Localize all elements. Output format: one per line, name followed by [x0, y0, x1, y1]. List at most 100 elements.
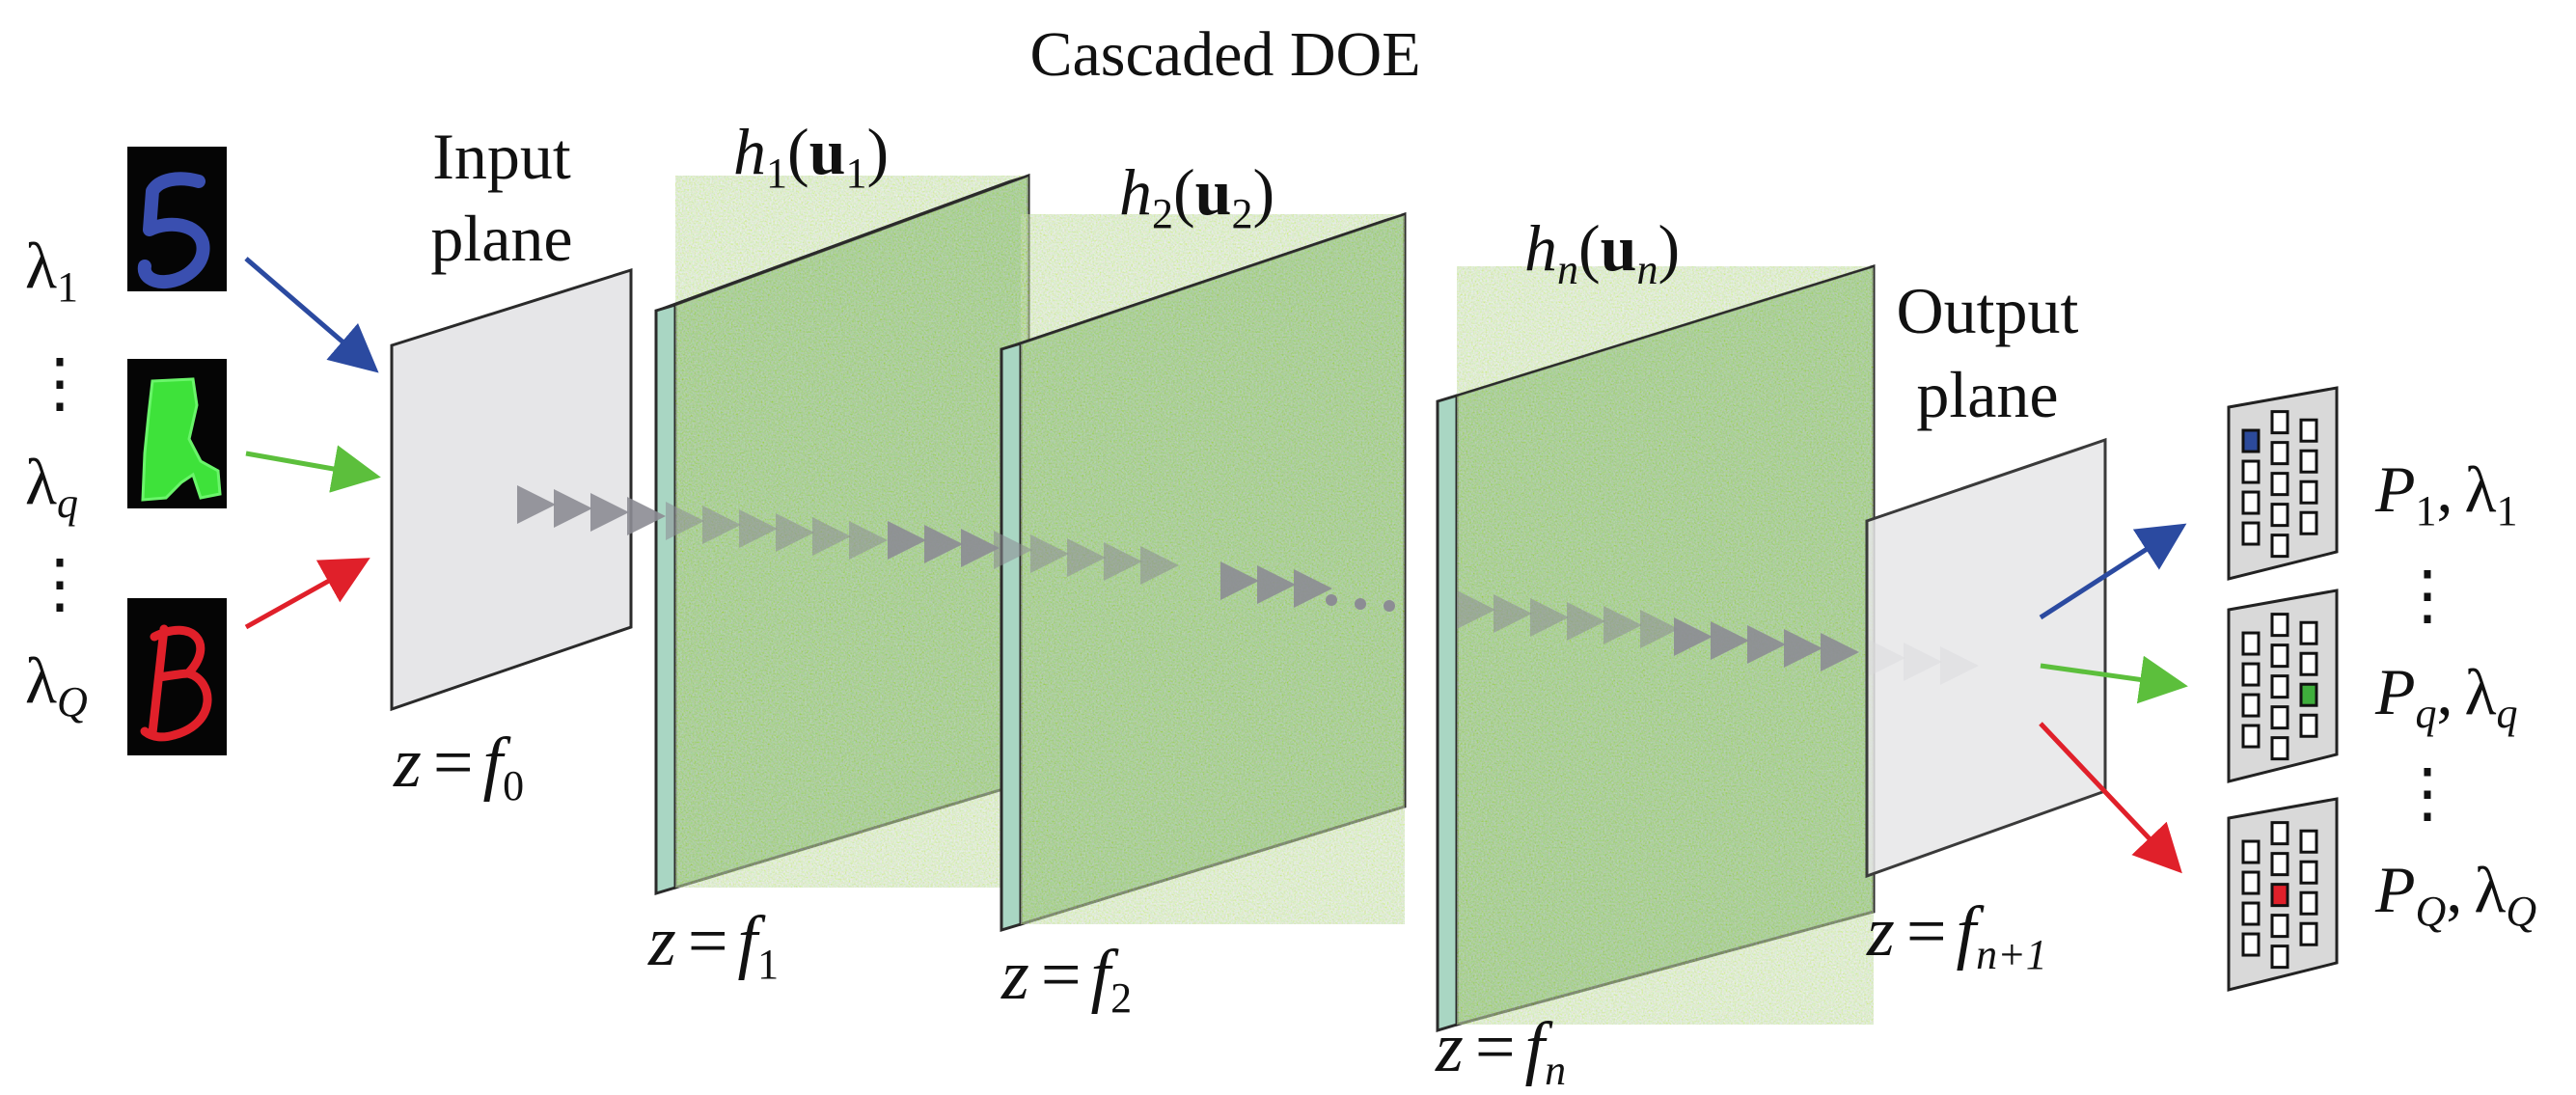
detector-region-highlighted: [2241, 428, 2261, 453]
propagation-chevron: [1784, 629, 1822, 668]
detector-region: [2270, 410, 2289, 435]
detector-region: [2241, 521, 2261, 546]
doe-1-transmission-label: h1(u1): [733, 115, 889, 197]
propagation-chevron: [1711, 621, 1749, 660]
doe-2-position: z=f2: [1000, 936, 1132, 1022]
propagation-dot: [1355, 598, 1366, 610]
doe-2-transmission-label: h2(u2): [1119, 155, 1274, 237]
detector-panel-3: [2227, 797, 2339, 992]
ellipsis-1: ⋮: [27, 346, 93, 420]
propagation-chevron: [1674, 617, 1713, 656]
detector-panel-1: [2227, 386, 2339, 581]
output-arrow-red: [2039, 722, 2182, 874]
propagation-chevron: [739, 509, 778, 548]
detector-region: [2270, 441, 2289, 466]
propagation-chevron: [1603, 606, 1642, 644]
propagation-chevron: [924, 525, 963, 563]
output-labels: P1,λ1 ⋮ Pq,λq ⋮ PQ,λQ: [2374, 452, 2536, 935]
detector-region: [2299, 829, 2318, 854]
propagation-chevron: [1294, 569, 1332, 608]
detector-region: [2270, 736, 2289, 761]
detector-region: [2241, 662, 2261, 687]
detector-panel-2: [2227, 589, 2339, 783]
detector-region: [2270, 674, 2289, 699]
detector-region-highlighted: [2299, 682, 2318, 707]
detector-region: [2241, 839, 2261, 864]
detector-region: [2241, 490, 2261, 515]
output-ellipsis-2: ⋮: [2395, 756, 2460, 830]
detector-region: [2270, 914, 2289, 939]
detector-region: [2270, 944, 2289, 970]
detector-region: [2299, 449, 2318, 474]
propagation-chevron: [994, 531, 1032, 569]
propagation-chevron: [1140, 546, 1179, 585]
propagation-chevron: [554, 489, 592, 528]
detector-region: [2299, 620, 2318, 645]
propagation-chevron: [1821, 633, 1859, 671]
detector-region: [2299, 651, 2318, 676]
input-plane-position: z=f0: [393, 724, 524, 809]
detector-region: [2299, 479, 2318, 505]
propagation-chevron: [1220, 561, 1259, 600]
propagation-dot: [1384, 600, 1395, 612]
input-plane-label-1: Input: [432, 120, 571, 193]
doe-n-noise-texture: [1457, 266, 1874, 1025]
output-arrow-blue: [2039, 523, 2187, 620]
output-arrows: [2039, 523, 2188, 874]
ellipsis-2: ⋮: [27, 547, 93, 620]
propagation-chevron: [1494, 594, 1532, 633]
detector-region: [2241, 932, 2261, 957]
detector-region: [2270, 852, 2289, 877]
propagation-chevron: [1640, 610, 1679, 648]
input-arrow-green: [245, 445, 381, 493]
output-plane: Output plane z=fn+1: [1865, 274, 2107, 978]
input-wavelength-labels: λ1 ⋮ λq ⋮ λQ: [25, 229, 93, 725]
input-arrow-red: [244, 558, 370, 630]
propagation-chevron: [1530, 598, 1569, 637]
propagation-arrows: [517, 485, 1979, 685]
doe-n-position: z=fn: [1435, 1008, 1566, 1094]
propagation-chevron: [702, 506, 741, 544]
input-image-letter-b: [127, 598, 227, 755]
lambda-q-label: λq: [25, 445, 78, 527]
detector-region: [2241, 693, 2261, 718]
input-image-ankle-boot: [127, 359, 227, 508]
output-label-1: P1,λ1: [2374, 452, 2518, 534]
input-arrows: [244, 257, 381, 630]
detector-region: [2270, 613, 2289, 638]
doe-2-noise-texture: [1021, 214, 1405, 924]
propagation-chevron: [1067, 538, 1106, 577]
doe-n-transmission-label: hn(un): [1524, 211, 1680, 293]
output-plane-label-2: plane: [1916, 358, 2058, 431]
lambda-1-label: λ1: [25, 229, 78, 311]
propagation-dot: [1326, 594, 1337, 606]
detector-region: [2299, 890, 2318, 916]
output-ellipsis-1: ⋮: [2395, 559, 2460, 632]
diagram-title: Cascaded DOE: [1029, 19, 1420, 90]
detector-region: [2241, 724, 2261, 749]
lambda-Q-label: λQ: [25, 643, 88, 725]
propagation-chevron: [888, 521, 926, 560]
doe-layer-n: hn(un) z=fn: [1435, 211, 1876, 1094]
detector-region: [2299, 860, 2318, 885]
detector-panels: [2227, 386, 2339, 992]
input-images: [127, 147, 227, 755]
propagation-chevron: [812, 517, 851, 556]
propagation-chevron: [1457, 590, 1495, 629]
propagation-chevron: [849, 521, 888, 560]
propagation-chevron: [1567, 602, 1605, 641]
detector-region: [2299, 510, 2318, 535]
input-arrow-blue: [244, 257, 379, 373]
detector-region: [2241, 459, 2261, 484]
output-label-Q: PQ,λQ: [2374, 853, 2536, 935]
detector-region-highlighted: [2270, 883, 2289, 908]
propagation-chevron: [776, 513, 814, 552]
input-plane: Input plane z=f0: [390, 120, 633, 809]
propagation-chevron: [666, 502, 704, 540]
detector-region: [2270, 534, 2289, 559]
output-label-q: Pq,λq: [2374, 655, 2518, 737]
detector-region: [2241, 631, 2261, 656]
detector-region: [2270, 643, 2289, 669]
detector-region: [2241, 901, 2261, 926]
